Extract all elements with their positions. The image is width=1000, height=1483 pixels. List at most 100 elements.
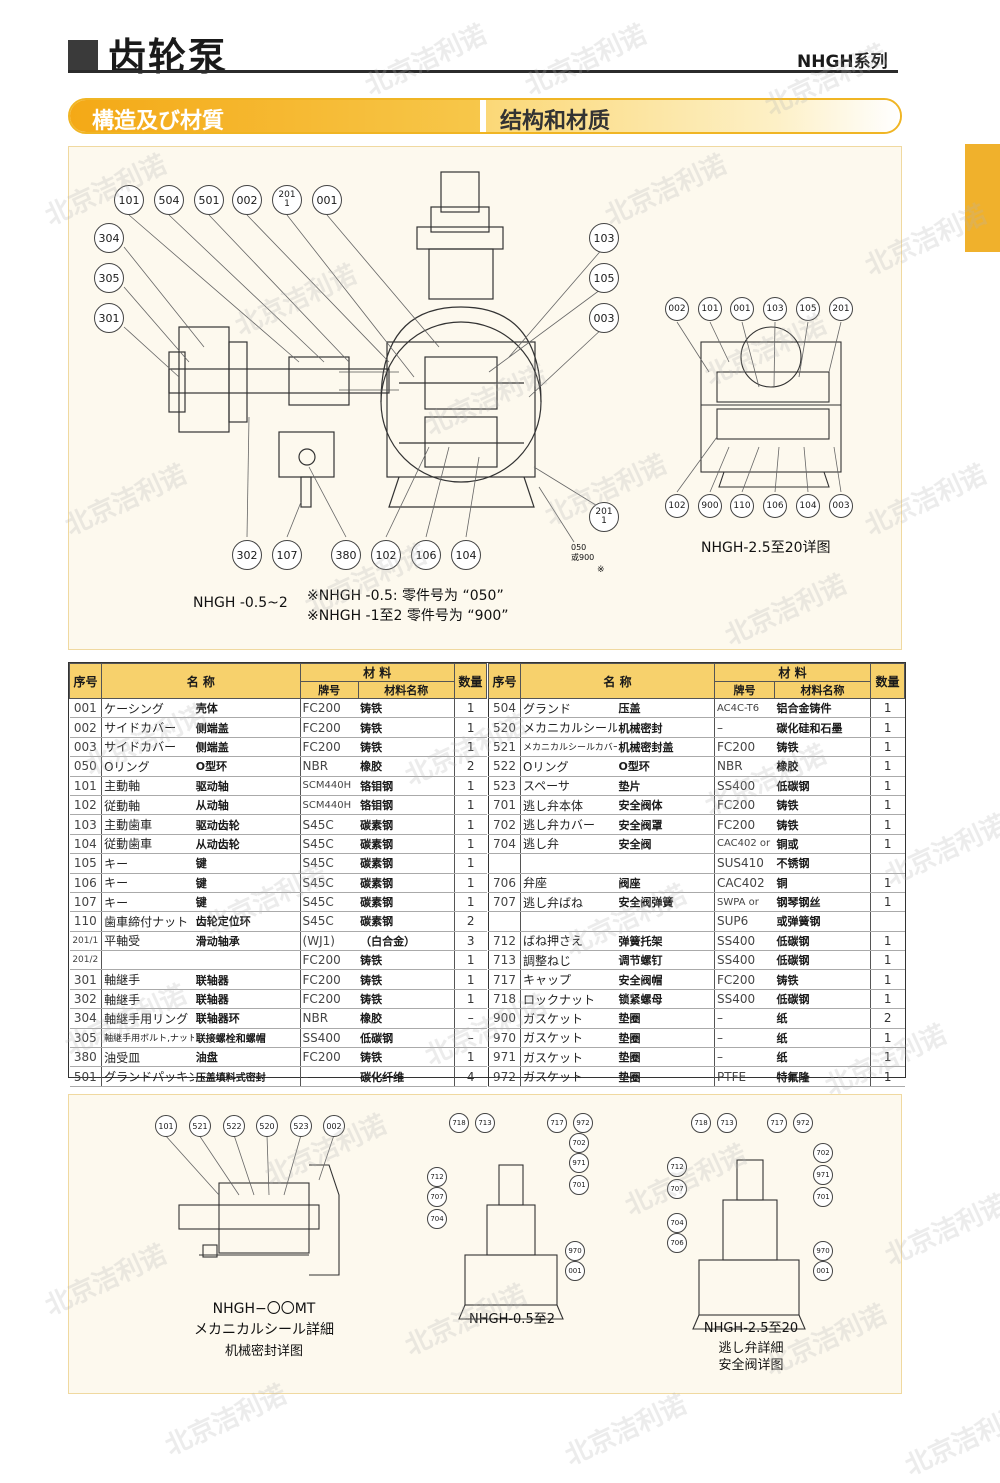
material-grade: FC200: [299, 969, 359, 990]
part-name-jp: 軸継手: [101, 989, 194, 1010]
material-grade: SS400: [714, 950, 775, 971]
series-label: NHGH系列: [797, 52, 888, 72]
part-name-cn: 齿轮定位环: [193, 911, 301, 932]
material-name: 铬钼钢: [358, 776, 455, 796]
quantity: –: [453, 1008, 487, 1029]
header-bar: [68, 40, 98, 72]
pump-section-drawing: [123, 171, 842, 543]
part-no: 707: [488, 892, 521, 913]
col-grade: 牌号: [299, 681, 359, 699]
part-no: 522: [488, 756, 521, 777]
mech-seal-caption-3: 机械密封详图: [224, 1344, 303, 1359]
material-name: 碳素钢: [358, 892, 455, 913]
material-grade: NBR: [299, 1008, 359, 1029]
quantity: 1: [870, 1047, 905, 1068]
part-name-cn: O型环: [193, 756, 301, 777]
part-name-cn: [193, 950, 301, 971]
material-name: 不锈钢: [774, 853, 871, 874]
part-no: [488, 853, 521, 874]
part-name-cn: 安全阀弹簧: [616, 892, 715, 913]
quantity: 2: [453, 911, 487, 932]
part-name-jp: ガスケット: [520, 1028, 617, 1049]
seal-note: 050 或900: [571, 543, 595, 562]
valve-small-callout-970: 970: [565, 1241, 585, 1261]
quantity: 1: [453, 814, 487, 835]
note-1: ※NHGH -0.5: 零件号为 “050”: [307, 588, 504, 604]
part-no: 201/2: [69, 950, 103, 971]
material-name: 或弹簧钢: [774, 911, 871, 932]
part-name-jp: グランド: [520, 698, 617, 719]
main-drawing-caption: NHGH -0.5~2: [193, 595, 288, 611]
part-no: 305: [69, 1028, 103, 1049]
material-grade: SCM440H: [299, 776, 359, 796]
part-no: 971: [488, 1047, 521, 1068]
quantity: 1: [870, 717, 905, 738]
callout-104: 104: [451, 540, 481, 570]
material-grade: S45C: [299, 911, 359, 932]
col-material-r: 材 料: [714, 663, 871, 682]
note-2: ※NHGH -1至2 零件号为 “900”: [307, 608, 509, 624]
material-name: 铜或: [774, 834, 871, 855]
quantity: 1: [870, 950, 905, 971]
main-drawing-panel: 101 504 501 002 201 1 001 304 305 301 10…: [68, 146, 902, 650]
quantity: [870, 853, 905, 874]
quantity: 1: [453, 853, 487, 874]
valve-small-callout-702: 702: [569, 1133, 589, 1153]
material-name: 铸铁: [358, 989, 455, 1010]
part-name-jp: 軸継手用ボルト,ナット: [101, 1028, 194, 1049]
part-no: 301: [69, 969, 103, 990]
quantity: 1: [453, 795, 487, 816]
mech-seal-caption-1: NHGH−〇〇MT: [212, 1301, 316, 1317]
part-no: 003: [69, 737, 103, 758]
part-name-jp: 軸継手: [101, 969, 194, 990]
valve-large-callout-702: 702: [813, 1143, 833, 1163]
quantity: [870, 911, 905, 932]
part-no: [488, 911, 521, 932]
material-grade: FC200: [299, 717, 359, 738]
quantity: 1: [453, 892, 487, 913]
part-name-jp: [520, 911, 617, 932]
material-name: 碳化硅和石墨: [774, 717, 871, 738]
material-grade: CAC402: [714, 873, 775, 893]
material-grade: SS400: [714, 931, 775, 952]
quantity: 1: [453, 834, 487, 855]
callout-201-1: 201 1: [272, 185, 302, 215]
material-grade: (WJ1): [299, 931, 359, 952]
part-name-jp: グランドパッキン: [101, 1066, 194, 1087]
material-grade: SS400: [714, 989, 775, 1010]
part-no: 706: [488, 873, 521, 893]
valve-small-callout-701: 701: [569, 1175, 589, 1195]
part-no: 103: [69, 814, 103, 835]
part-name-cn: 联轴器环: [193, 1008, 301, 1029]
part-no: 107: [69, 892, 103, 913]
part-name-jp: [520, 853, 617, 874]
part-name-cn: 垫圈: [616, 1066, 715, 1087]
material-name: 橡胶: [774, 756, 871, 777]
material-grade: –: [714, 717, 775, 738]
seal-mark: ※: [597, 565, 605, 575]
part-name-cn: 驱动轴: [193, 776, 301, 796]
part-no: 302: [69, 989, 103, 1010]
material-grade: –: [714, 1028, 775, 1049]
small-callout-110: 110: [730, 494, 754, 518]
small-callout-103: 103: [763, 297, 787, 321]
quantity: 1: [870, 873, 905, 893]
material-grade: NBR: [299, 756, 359, 777]
part-no: 102: [69, 795, 103, 816]
valve-large-callout-971: 971: [813, 1165, 833, 1185]
watermark-text: 北京洁利诺: [360, 19, 492, 102]
quantity: 1: [870, 1028, 905, 1049]
